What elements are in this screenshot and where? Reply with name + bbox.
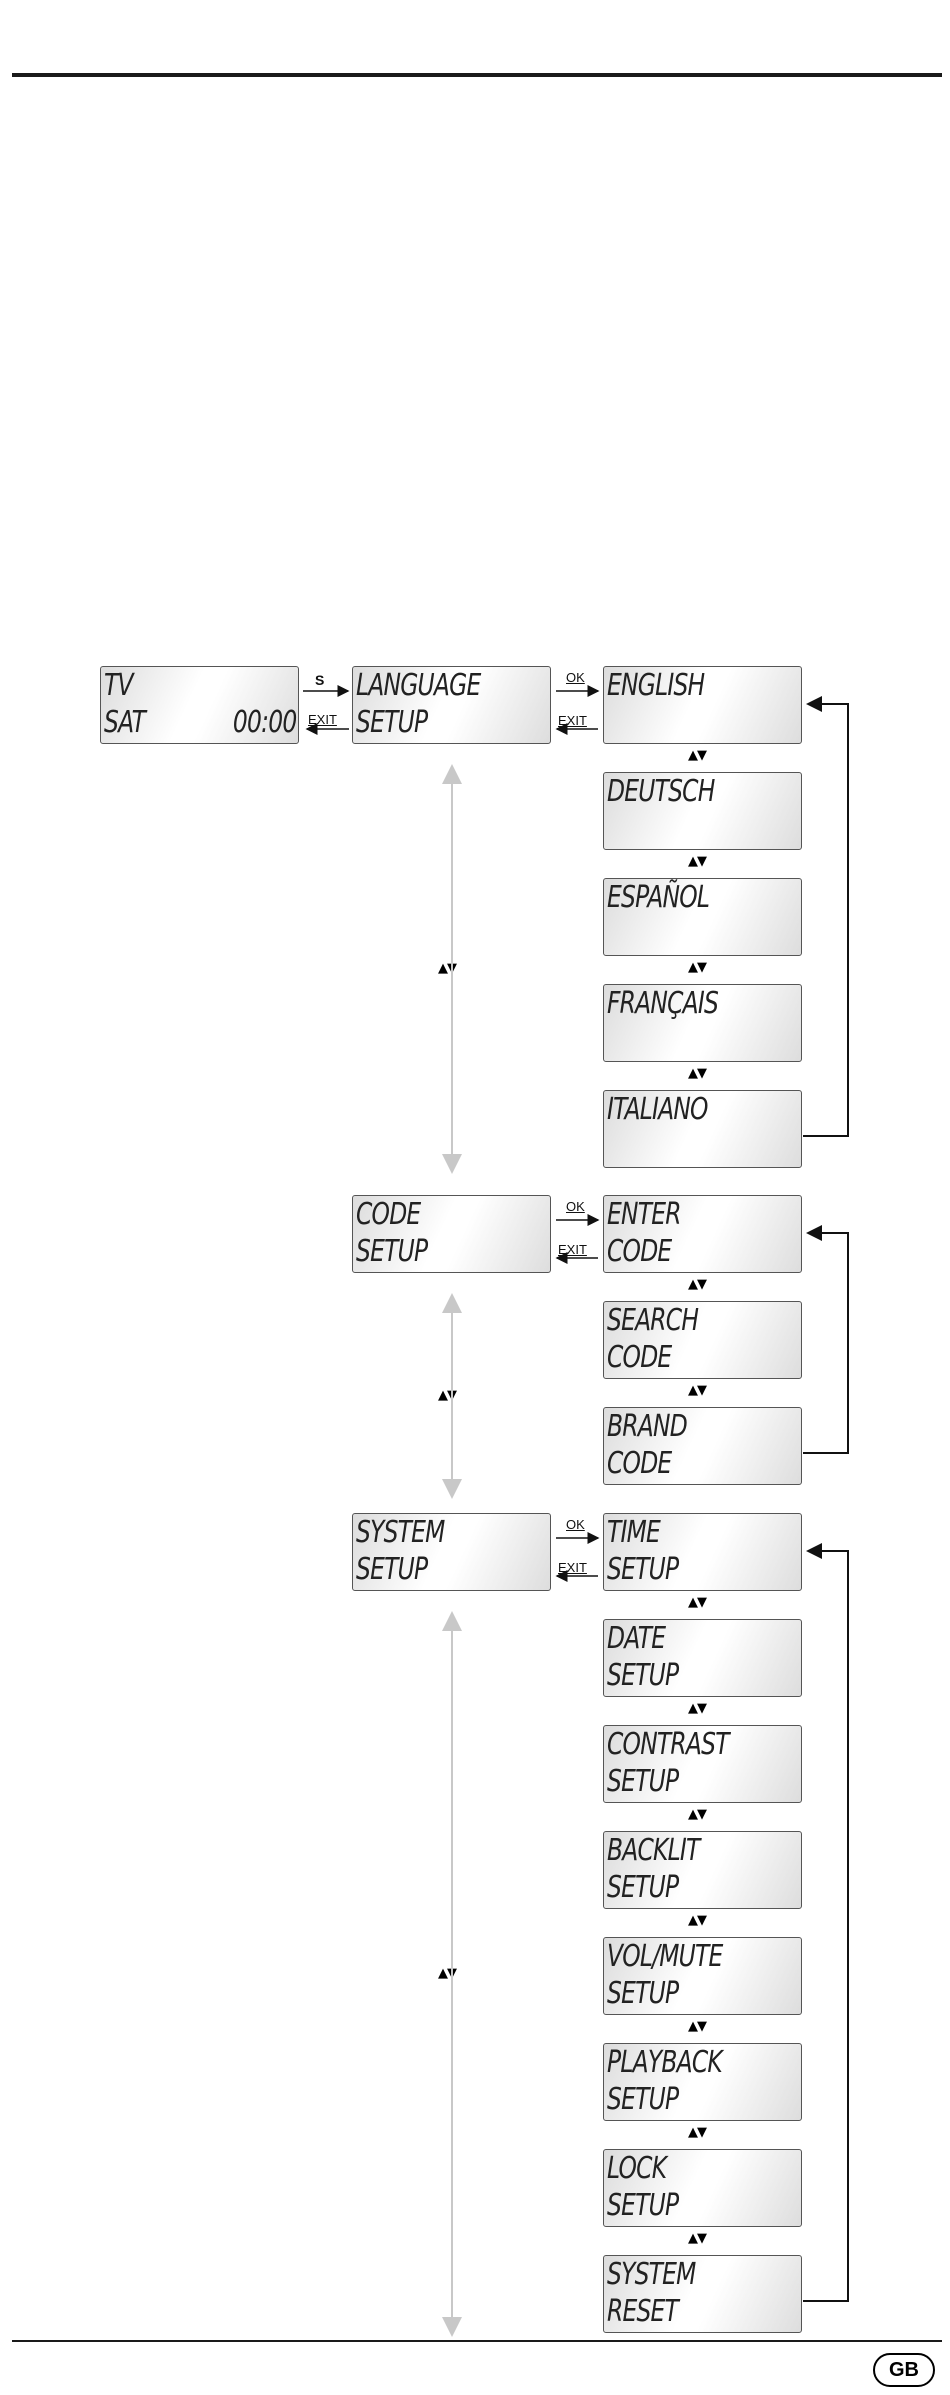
wraparound-arrow xyxy=(803,696,849,1137)
updown-key-label: ▲▼ xyxy=(688,1701,707,1716)
lcd-line-1: LOCK xyxy=(607,2151,667,2186)
ok-key-label: OK xyxy=(566,1517,585,1532)
ok-key-label: OK xyxy=(566,670,585,685)
menu-item-lcd: ITALIANO xyxy=(603,1090,802,1168)
updown-key-label: ▲▼ xyxy=(688,2125,707,2140)
s-key-label: S xyxy=(315,672,325,688)
lcd-line-2: SETUP xyxy=(607,2188,679,2223)
lcd-line-1: ENGLISH xyxy=(607,668,705,703)
lcd-line-2: SETUP xyxy=(356,1234,428,1269)
menu-item-lcd: ENGLISH xyxy=(603,666,802,744)
lcd-line-1: FRANÇAIS xyxy=(607,986,719,1021)
lcd-line-2: RESET xyxy=(607,2294,679,2329)
lcd-line-1: SYSTEM xyxy=(356,1515,445,1550)
updown-key-label: ▲▼ xyxy=(688,1066,707,1081)
lcd-line-1: ENTER xyxy=(607,1197,682,1232)
lcd-line-1: CONTRAST xyxy=(607,1727,730,1762)
lcd-line-1: TV xyxy=(104,668,134,703)
lcd-line-2: SETUP xyxy=(607,1870,679,1905)
lcd-line-2: CODE xyxy=(607,1234,672,1269)
updown-key-label: ▲▼ xyxy=(688,1807,707,1822)
lcd-line-2: SETUP xyxy=(607,1658,679,1693)
lcd-line-2: SETUP xyxy=(607,1764,679,1799)
wraparound-arrow xyxy=(803,1225,849,1454)
updown-key-label: ▲▼ xyxy=(688,2019,707,2034)
lcd-line-1: ITALIANO xyxy=(607,1092,708,1127)
updown-key-label: ▲▼ xyxy=(688,2231,707,2246)
menu-item-lcd: DEUTSCH xyxy=(603,772,802,850)
lcd-line-2: SETUP xyxy=(607,2082,679,2117)
updown-key-label: ▲▼ xyxy=(688,1595,707,1610)
top-rule xyxy=(12,73,942,77)
lcd-line-1: ESPAÑOL xyxy=(607,880,710,915)
updown-key-label: ▲▼ xyxy=(688,854,707,869)
lcd-line-1: DEUTSCH xyxy=(607,774,715,809)
lcd-line-2: CODE xyxy=(607,1446,672,1481)
updown-key-label: ▲▼ xyxy=(688,1277,707,1292)
lcd-line-1: DATE xyxy=(607,1621,666,1656)
lcd-line-2: SETUP xyxy=(607,1552,679,1587)
lcd-line-1: CODE xyxy=(356,1197,421,1232)
lcd-clock: 00:00 xyxy=(232,705,296,740)
lcd-line-1: VOL/MUTE xyxy=(607,1939,723,1974)
updown-key-label: ▲▼ xyxy=(688,748,707,763)
lcd-line-1: LANGUAGE xyxy=(356,668,481,703)
lcd-line-1: BRAND xyxy=(607,1409,688,1444)
start-screen-lcd: TV SAT 00:00 xyxy=(100,666,299,744)
updown-key-label: ▲▼ xyxy=(688,960,707,975)
lcd-line-1: SYSTEM xyxy=(607,2257,696,2292)
menu-item-lcd: ESPAÑOL xyxy=(603,878,802,956)
lcd-line-2: SETUP xyxy=(356,705,428,740)
lcd-line-1: TIME xyxy=(607,1515,661,1550)
ok-key-label: OK xyxy=(566,1199,585,1214)
lcd-line-2: SETUP xyxy=(356,1552,428,1587)
lcd-line-2: SAT xyxy=(104,705,146,740)
updown-key-label: ▲▼ xyxy=(688,1383,707,1398)
lcd-line-1: PLAYBACK xyxy=(607,2045,723,2080)
bottom-rule xyxy=(12,2340,942,2342)
lcd-line-2: SETUP xyxy=(607,1976,679,2011)
country-badge: GB xyxy=(873,2353,935,2387)
lcd-line-1: SEARCH xyxy=(607,1303,699,1338)
menu-item-lcd: FRANÇAIS xyxy=(603,984,802,1062)
updown-key-label: ▲▼ xyxy=(688,1913,707,1928)
lcd-line-2: CODE xyxy=(607,1340,672,1375)
wraparound-arrow xyxy=(803,1543,849,2302)
lcd-line-1: BACKLIT xyxy=(607,1833,700,1868)
